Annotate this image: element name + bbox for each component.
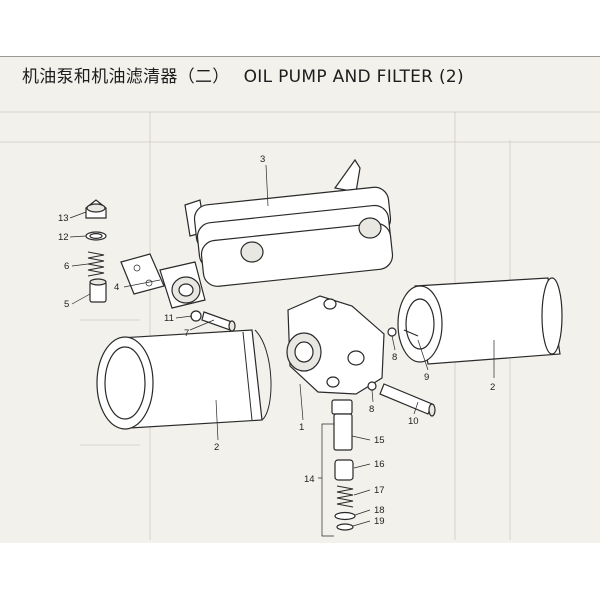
callout-12: 12 <box>58 232 69 243</box>
callout-19: 19 <box>374 516 385 527</box>
title-chinese: 机油泵和机油滤清器（二） <box>22 67 230 87</box>
callout-7: 7 <box>184 328 189 339</box>
banjo-bolt-upper <box>190 310 236 332</box>
callout-2-right: 2 <box>490 382 495 393</box>
leader-lines <box>69 164 495 537</box>
callout-labels: 3 13 12 6 4 5 11 7 2 1 8 9 2 8 10 15 16 … <box>58 154 495 527</box>
callout-11: 11 <box>164 313 174 324</box>
relief-valve-stack <box>85 199 107 303</box>
callout-3: 3 <box>260 154 265 165</box>
callout-4: 4 <box>114 282 119 293</box>
callout-8-lower: 8 <box>369 404 374 415</box>
filter-cartridge-right <box>387 277 563 365</box>
callout-1: 1 <box>299 422 304 433</box>
oil-pump-body <box>120 253 206 309</box>
callout-9: 9 <box>424 372 429 383</box>
callout-10: 10 <box>408 416 419 427</box>
title-english: OIL PUMP AND FILTER (2) <box>243 67 464 87</box>
callout-8-upper: 8 <box>392 352 397 363</box>
callout-5: 5 <box>64 299 69 310</box>
banjo-bolt-lower <box>367 381 436 417</box>
filter-cartridge-left <box>96 329 272 430</box>
page-title: 机油泵和机油滤清器（二） OIL PUMP AND FILTER (2) <box>22 62 464 87</box>
oil-cooler <box>184 158 394 287</box>
callout-6: 6 <box>64 261 69 272</box>
callout-18: 18 <box>374 505 385 516</box>
bypass-valve-stack <box>331 399 356 531</box>
filter-head <box>286 295 385 395</box>
callout-16: 16 <box>374 459 385 470</box>
callout-17: 17 <box>374 485 385 496</box>
callout-2-left: 2 <box>214 442 219 453</box>
callout-13: 13 <box>58 213 69 224</box>
callout-15: 15 <box>374 435 385 446</box>
callout-14: 14 <box>304 474 315 485</box>
